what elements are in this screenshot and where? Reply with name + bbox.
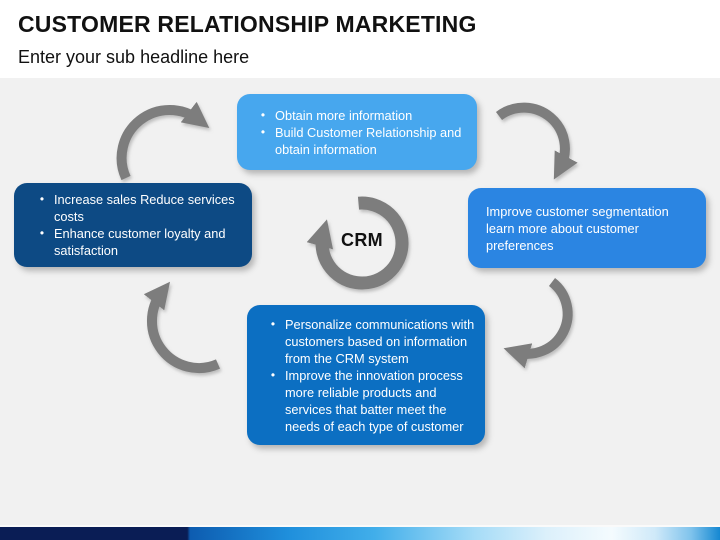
crm-center-label: CRM — [341, 230, 383, 250]
list-item: • Improve the innovation process more re… — [261, 367, 477, 435]
list-item: • Obtain more information — [251, 107, 467, 124]
bullet-text: Increase sales Reduce services costs — [54, 192, 235, 224]
bullet-marker: • — [260, 107, 266, 122]
bullet-text: Personalize communications with customer… — [285, 316, 475, 366]
bullet-marker: • — [260, 124, 266, 139]
arrow-left-to-top-icon — [116, 101, 210, 181]
arrow-bottom-to-left-icon — [143, 281, 221, 373]
bullet-marker: • — [270, 367, 276, 382]
page-title: CUSTOMER RELATIONSHIP MARKETING — [18, 11, 477, 37]
page-subtitle: Enter your sub headline here — [18, 47, 250, 67]
bottom-accent-bar — [0, 525, 720, 540]
box-obtain-information: • Obtain more information • Build Custom… — [237, 94, 477, 170]
list-item: • Personalize communications with custom… — [261, 316, 477, 367]
bullet-text: Improve the innovation process more reli… — [285, 367, 464, 434]
bullet-marker: • — [39, 226, 45, 240]
list-item: • Enhance customer loyalty and satisfact… — [30, 225, 246, 259]
box-increase-sales: • Increase sales Reduce services costs •… — [14, 183, 252, 267]
bullet-text: Obtain more information — [275, 107, 413, 123]
list-item: • Increase sales Reduce services costs — [30, 191, 246, 225]
bullet-text: Enhance customer loyalty and satisfactio… — [54, 226, 226, 258]
box-customer-segmentation: Improve customer segmentation learn more… — [468, 188, 706, 268]
box-text: Improve customer segmentation learn more… — [486, 203, 669, 253]
arrow-top-to-right-icon — [495, 102, 578, 180]
arrow-right-to-bottom-icon — [503, 278, 573, 369]
box-personalize-communications: • Personalize communications with custom… — [247, 305, 485, 445]
bullet-marker: • — [270, 316, 276, 331]
slide-header: CUSTOMER RELATIONSHIP MARKETING Enter yo… — [0, 0, 720, 78]
bullet-marker: • — [39, 192, 45, 206]
list-item: • Build Customer Relationship and obtain… — [251, 124, 467, 158]
bullet-text: Build Customer Relationship and obtain i… — [275, 124, 462, 157]
